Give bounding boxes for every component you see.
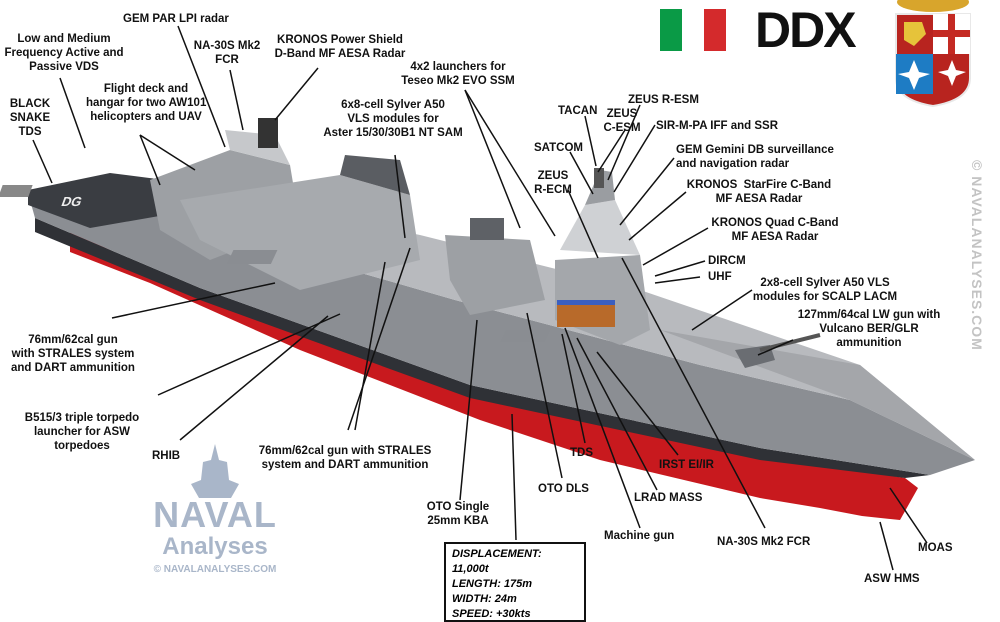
label-kronos-power: KRONOS Power Shield D-Band MF AESA Radar <box>274 34 406 60</box>
label-satcom: SATCOM <box>534 142 583 154</box>
label-zeus-resm: ZEUS R-ESM <box>628 94 699 106</box>
label-lrad: LRAD MASS <box>634 492 703 504</box>
label-asw-hms: ASW HMS <box>864 573 920 585</box>
label-gem-par: GEM PAR LPI radar <box>123 13 229 25</box>
label-machine-gun: Machine gun <box>604 530 675 542</box>
label-oto-dls: OTO DLS <box>538 483 589 495</box>
label-flight-deck: Flight deck and hangar for two AW101 hel… <box>86 83 207 123</box>
label-rhib: RHIB <box>152 450 181 462</box>
label-gun76-mid: 76mm/62cal gun with STRALES system and D… <box>258 445 432 471</box>
flag-stripe-red <box>704 9 726 51</box>
label-zeus-cesm: ZEUS C-ESM <box>603 108 641 134</box>
italian-flag <box>660 9 726 51</box>
spec-speed: SPEED: +30kts <box>452 608 531 620</box>
label-kronos-starfire: KRONOS StarFire C-Band MF AESA Radar <box>686 179 832 205</box>
ship-illustration <box>0 118 975 520</box>
ship-silhouette-icon <box>191 444 239 498</box>
specs-box: DISPLACEMENT: 11,000t LENGTH: 175m WIDTH… <box>444 542 586 622</box>
label-dircm: DIRCM <box>708 255 746 267</box>
label-na30s-low: NA-30S Mk2 FCR <box>717 536 811 548</box>
label-sylver-scalp: 2x8-cell Sylver A50 VLS modules for SCAL… <box>752 277 898 303</box>
watermark-site: © NAVALANALYSES.COM <box>153 564 277 575</box>
label-na30s-top: NA-30S Mk2 FCR <box>193 40 261 66</box>
vertical-watermark: © NAVALANALYSES.COM <box>969 160 985 351</box>
label-zeus-recm: ZEUS R-ECM <box>534 170 572 196</box>
naval-ensign-emblem <box>895 0 971 108</box>
label-tds: TDS <box>570 447 593 459</box>
label-oto-single: OTO Single 25mm KBA <box>426 501 490 527</box>
spec-length: LENGTH: 175m <box>452 578 533 590</box>
spec-displacement: DISPLACEMENT: 11,000t <box>452 548 542 575</box>
flag-stripe-green <box>660 9 682 51</box>
callout-lines <box>32 25 928 571</box>
label-kronos-quad: KRONOS Quad C-Band MF AESA Radar <box>711 217 839 243</box>
watermark-line2: Analyses <box>162 533 268 560</box>
label-gun127: 127mm/64cal LW gun with Vulcano BER/GLR … <box>797 309 941 349</box>
label-sylver-aster: 6x8-cell Sylver A50 VLS modules for Aste… <box>323 99 463 139</box>
watermark-line1: NAVAL <box>153 494 277 535</box>
label-gem-gemini: GEM Gemini DB surveillance and navigatio… <box>676 144 834 170</box>
label-moas: MOAS <box>918 542 953 554</box>
label-gun76-left: 76mm/62cal gun with STRALES system and D… <box>11 334 135 374</box>
label-black-snake: BLACK SNAKE TDS <box>9 98 51 138</box>
label-uhf: UHF <box>708 271 732 283</box>
label-teseo: 4x2 launchers for Teseo Mk2 EVO SSM <box>401 61 515 87</box>
label-irst: IRST EI/IR <box>659 459 714 471</box>
label-tacan: TACAN <box>558 105 598 117</box>
flag-stripe-white <box>682 9 704 51</box>
label-b515: B515/3 triple torpedo launcher for ASW t… <box>24 412 140 452</box>
naval-analyses-watermark: NAVAL Analyses © NAVALANALYSES.COM <box>140 440 290 600</box>
label-sir-m: SIR-M-PA IFF and SSR <box>656 120 779 132</box>
ddx-title: DDX <box>755 2 857 58</box>
label-low-med-vds: Low and Medium Frequency Active and Pass… <box>4 33 124 73</box>
